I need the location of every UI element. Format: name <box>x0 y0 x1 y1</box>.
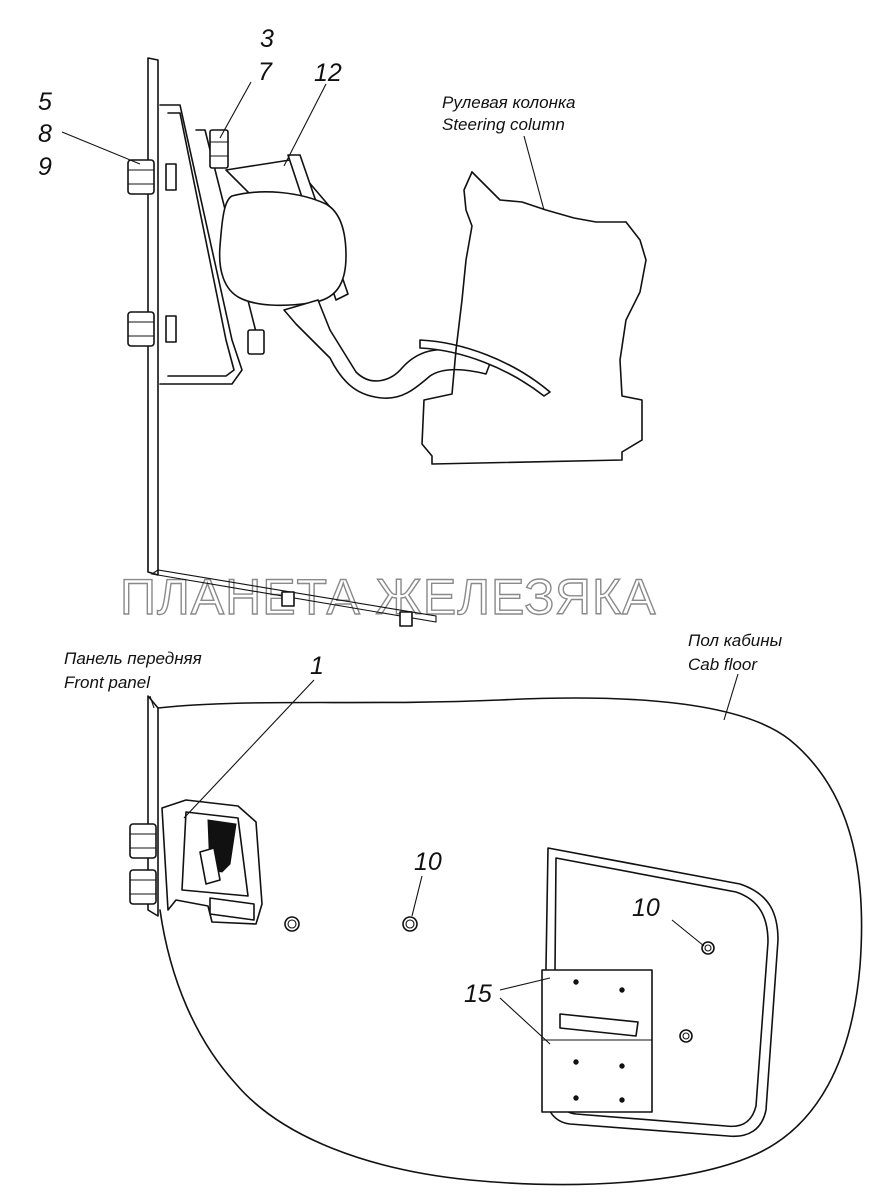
floor-hole-1 <box>284 916 300 932</box>
pedal-lever <box>283 299 493 399</box>
bolt-lower <box>127 311 177 347</box>
callout-1: 1 <box>310 652 324 680</box>
upper-view <box>127 57 647 576</box>
callout-12: 12 <box>314 59 342 87</box>
callout-10-hatch: 10 <box>632 894 660 922</box>
pedal-body <box>218 191 347 307</box>
label-steering-ru: Рулевая колонка <box>442 93 575 112</box>
callout-8: 8 <box>38 120 52 148</box>
label-panel-en: Front panel <box>64 673 151 692</box>
floor-hole-2 <box>402 916 418 932</box>
pedal-bracket <box>159 104 243 385</box>
hatch-hole-2 <box>679 1029 693 1043</box>
lower-view <box>129 695 863 1186</box>
leader-lines <box>61 81 739 1045</box>
label-floor-en: Cab floor <box>688 655 758 674</box>
cab-floor-outline <box>157 697 863 1186</box>
nut-bottom <box>247 329 265 355</box>
pedal-pad <box>419 339 551 397</box>
hatch-hole-1 <box>701 941 715 955</box>
callout-3: 3 <box>260 25 274 53</box>
steering-column <box>421 171 647 465</box>
callout-10-floor: 10 <box>414 848 442 876</box>
panel-bottom-flange <box>150 569 437 627</box>
label-floor-ru: Пол кабины <box>688 631 783 650</box>
callout-7: 7 <box>258 58 273 86</box>
label-panel-ru: Панель передняя <box>64 649 202 668</box>
bolt-upper <box>127 159 177 195</box>
nut-top <box>209 129 229 169</box>
mounting-plate-15 <box>541 969 653 1113</box>
lower-bolt-2 <box>129 869 157 905</box>
label-steering-en: Steering column <box>442 115 565 134</box>
callout-5: 5 <box>38 88 52 116</box>
bracket-1 <box>161 799 263 925</box>
callout-9: 9 <box>38 153 52 181</box>
lower-bolt-1 <box>129 823 157 859</box>
callout-15: 15 <box>464 980 492 1008</box>
